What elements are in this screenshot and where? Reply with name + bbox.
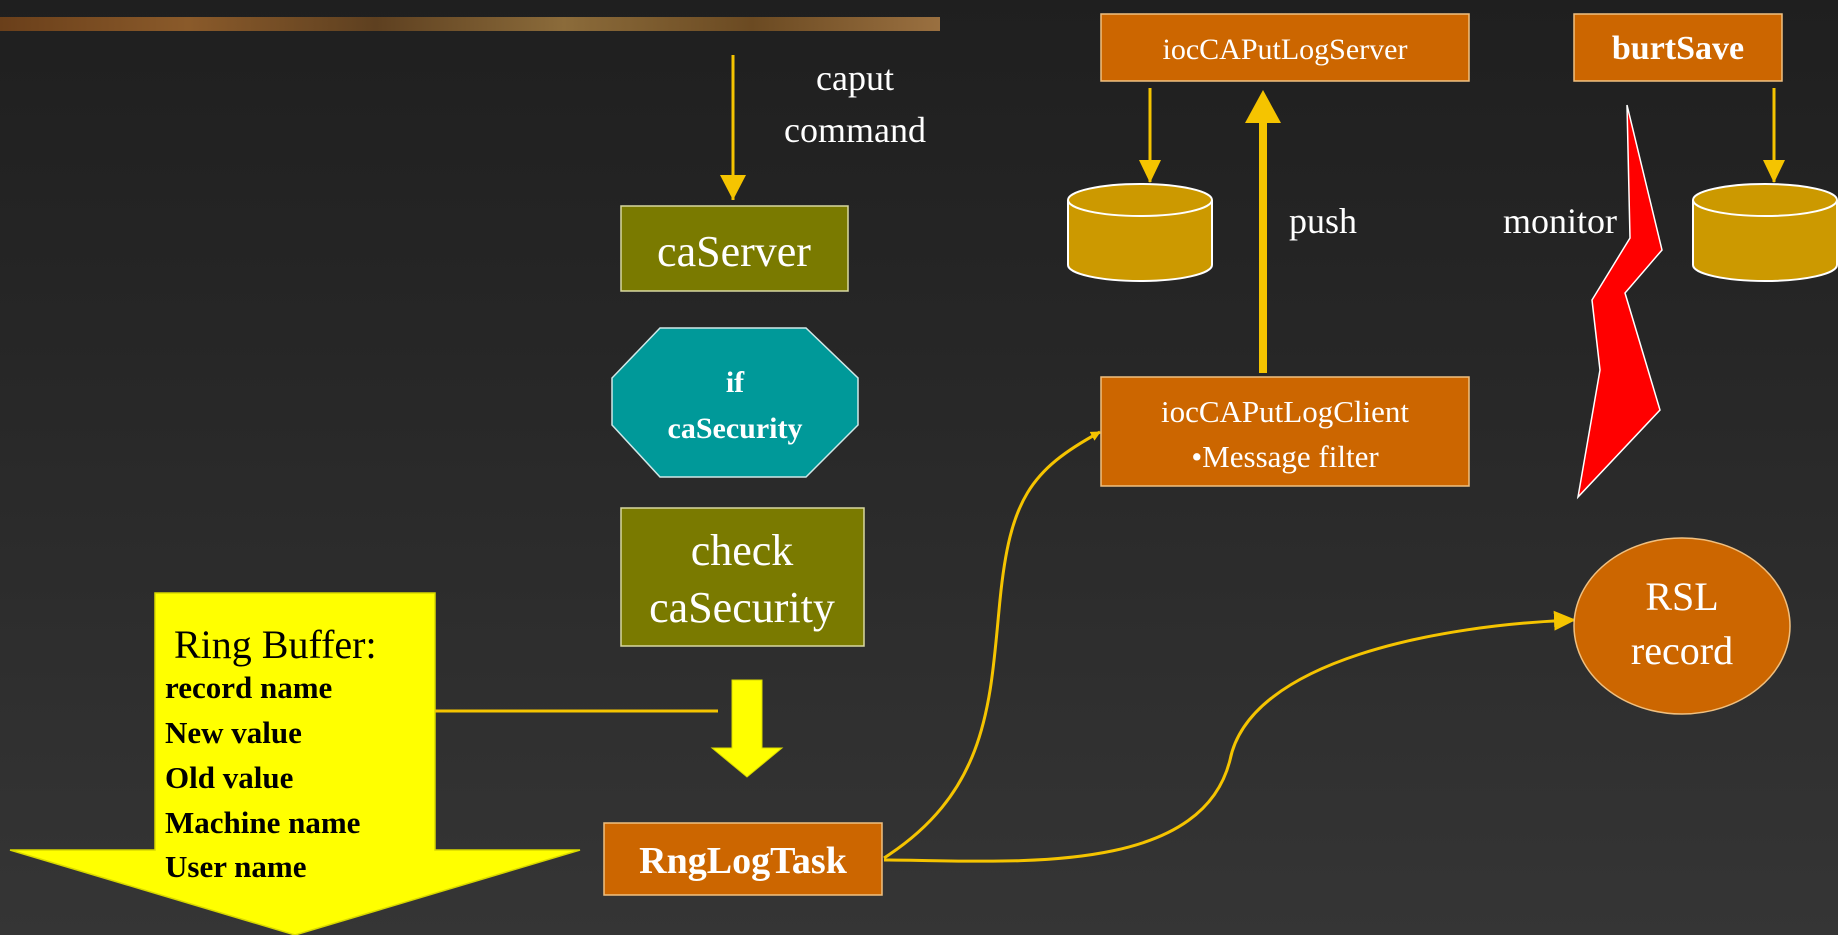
ring-buffer-title: Ring Buffer: <box>174 622 377 667</box>
monitor-label: monitor <box>1503 201 1617 241</box>
ring-buffer-field: New value <box>165 715 302 750</box>
rnglogtask-to-client-curve <box>883 430 1101 860</box>
ring-buffer-field: record name <box>165 670 332 705</box>
server-to-db-arrowhead <box>1139 160 1161 183</box>
if-casecurity-line2: caSecurity <box>668 412 803 445</box>
putlog-client-line2: •Message filter <box>1191 439 1379 474</box>
caput-label-line1: caput <box>816 58 894 98</box>
burtsave-to-db-arrowhead <box>1763 160 1785 183</box>
putlog-server-label: iocCAPutLogServer <box>1163 33 1408 66</box>
check-casecurity-line2: caSecurity <box>649 583 835 632</box>
push-label: push <box>1289 201 1357 241</box>
ring-buffer-field: Machine name <box>165 805 360 840</box>
rnglogtask-to-rsl-curve <box>883 610 1576 863</box>
burtsave-box: burtSave <box>1573 13 1783 82</box>
burtsave-label: burtSave <box>1612 30 1744 67</box>
rsl-record-node: RSL record <box>1573 537 1791 715</box>
if-casecurity-line1: if <box>726 366 745 399</box>
putlog-client-line1: iocCAPutLogClient <box>1161 394 1409 429</box>
caserver-box: caServer <box>620 205 849 292</box>
rsl-record-line2: record <box>1631 628 1733 673</box>
rsl-record-line1: RSL <box>1645 574 1718 619</box>
rnglogtask-box: RngLogTask <box>603 822 883 896</box>
check-casecurity-line1: check <box>691 526 794 575</box>
caput-arrowhead <box>720 175 746 200</box>
ring-buffer-field: Old value <box>165 760 293 795</box>
check-casecurity-box: check caSecurity <box>620 507 865 647</box>
enqueue-block-arrow <box>710 679 784 778</box>
push-arrowhead <box>1245 90 1281 123</box>
putlog-client-box: iocCAPutLogClient •Message filter <box>1100 376 1470 487</box>
server-database-icon <box>1067 183 1213 282</box>
rnglogtask-label: RngLogTask <box>639 840 848 882</box>
putlog-server-box: iocCAPutLogServer <box>1100 13 1470 82</box>
ring-buffer-arrow: Ring Buffer: record name New value Old v… <box>9 592 581 935</box>
lightning-bolt-icon <box>1576 104 1663 500</box>
burtsave-database-icon <box>1692 183 1838 282</box>
caserver-label: caServer <box>657 227 811 276</box>
caput-label-line2: command <box>784 110 926 150</box>
decorative-title-stripe <box>0 17 940 31</box>
if-casecurity-node: if caSecurity <box>611 327 859 478</box>
ring-buffer-field: User name <box>165 849 306 884</box>
